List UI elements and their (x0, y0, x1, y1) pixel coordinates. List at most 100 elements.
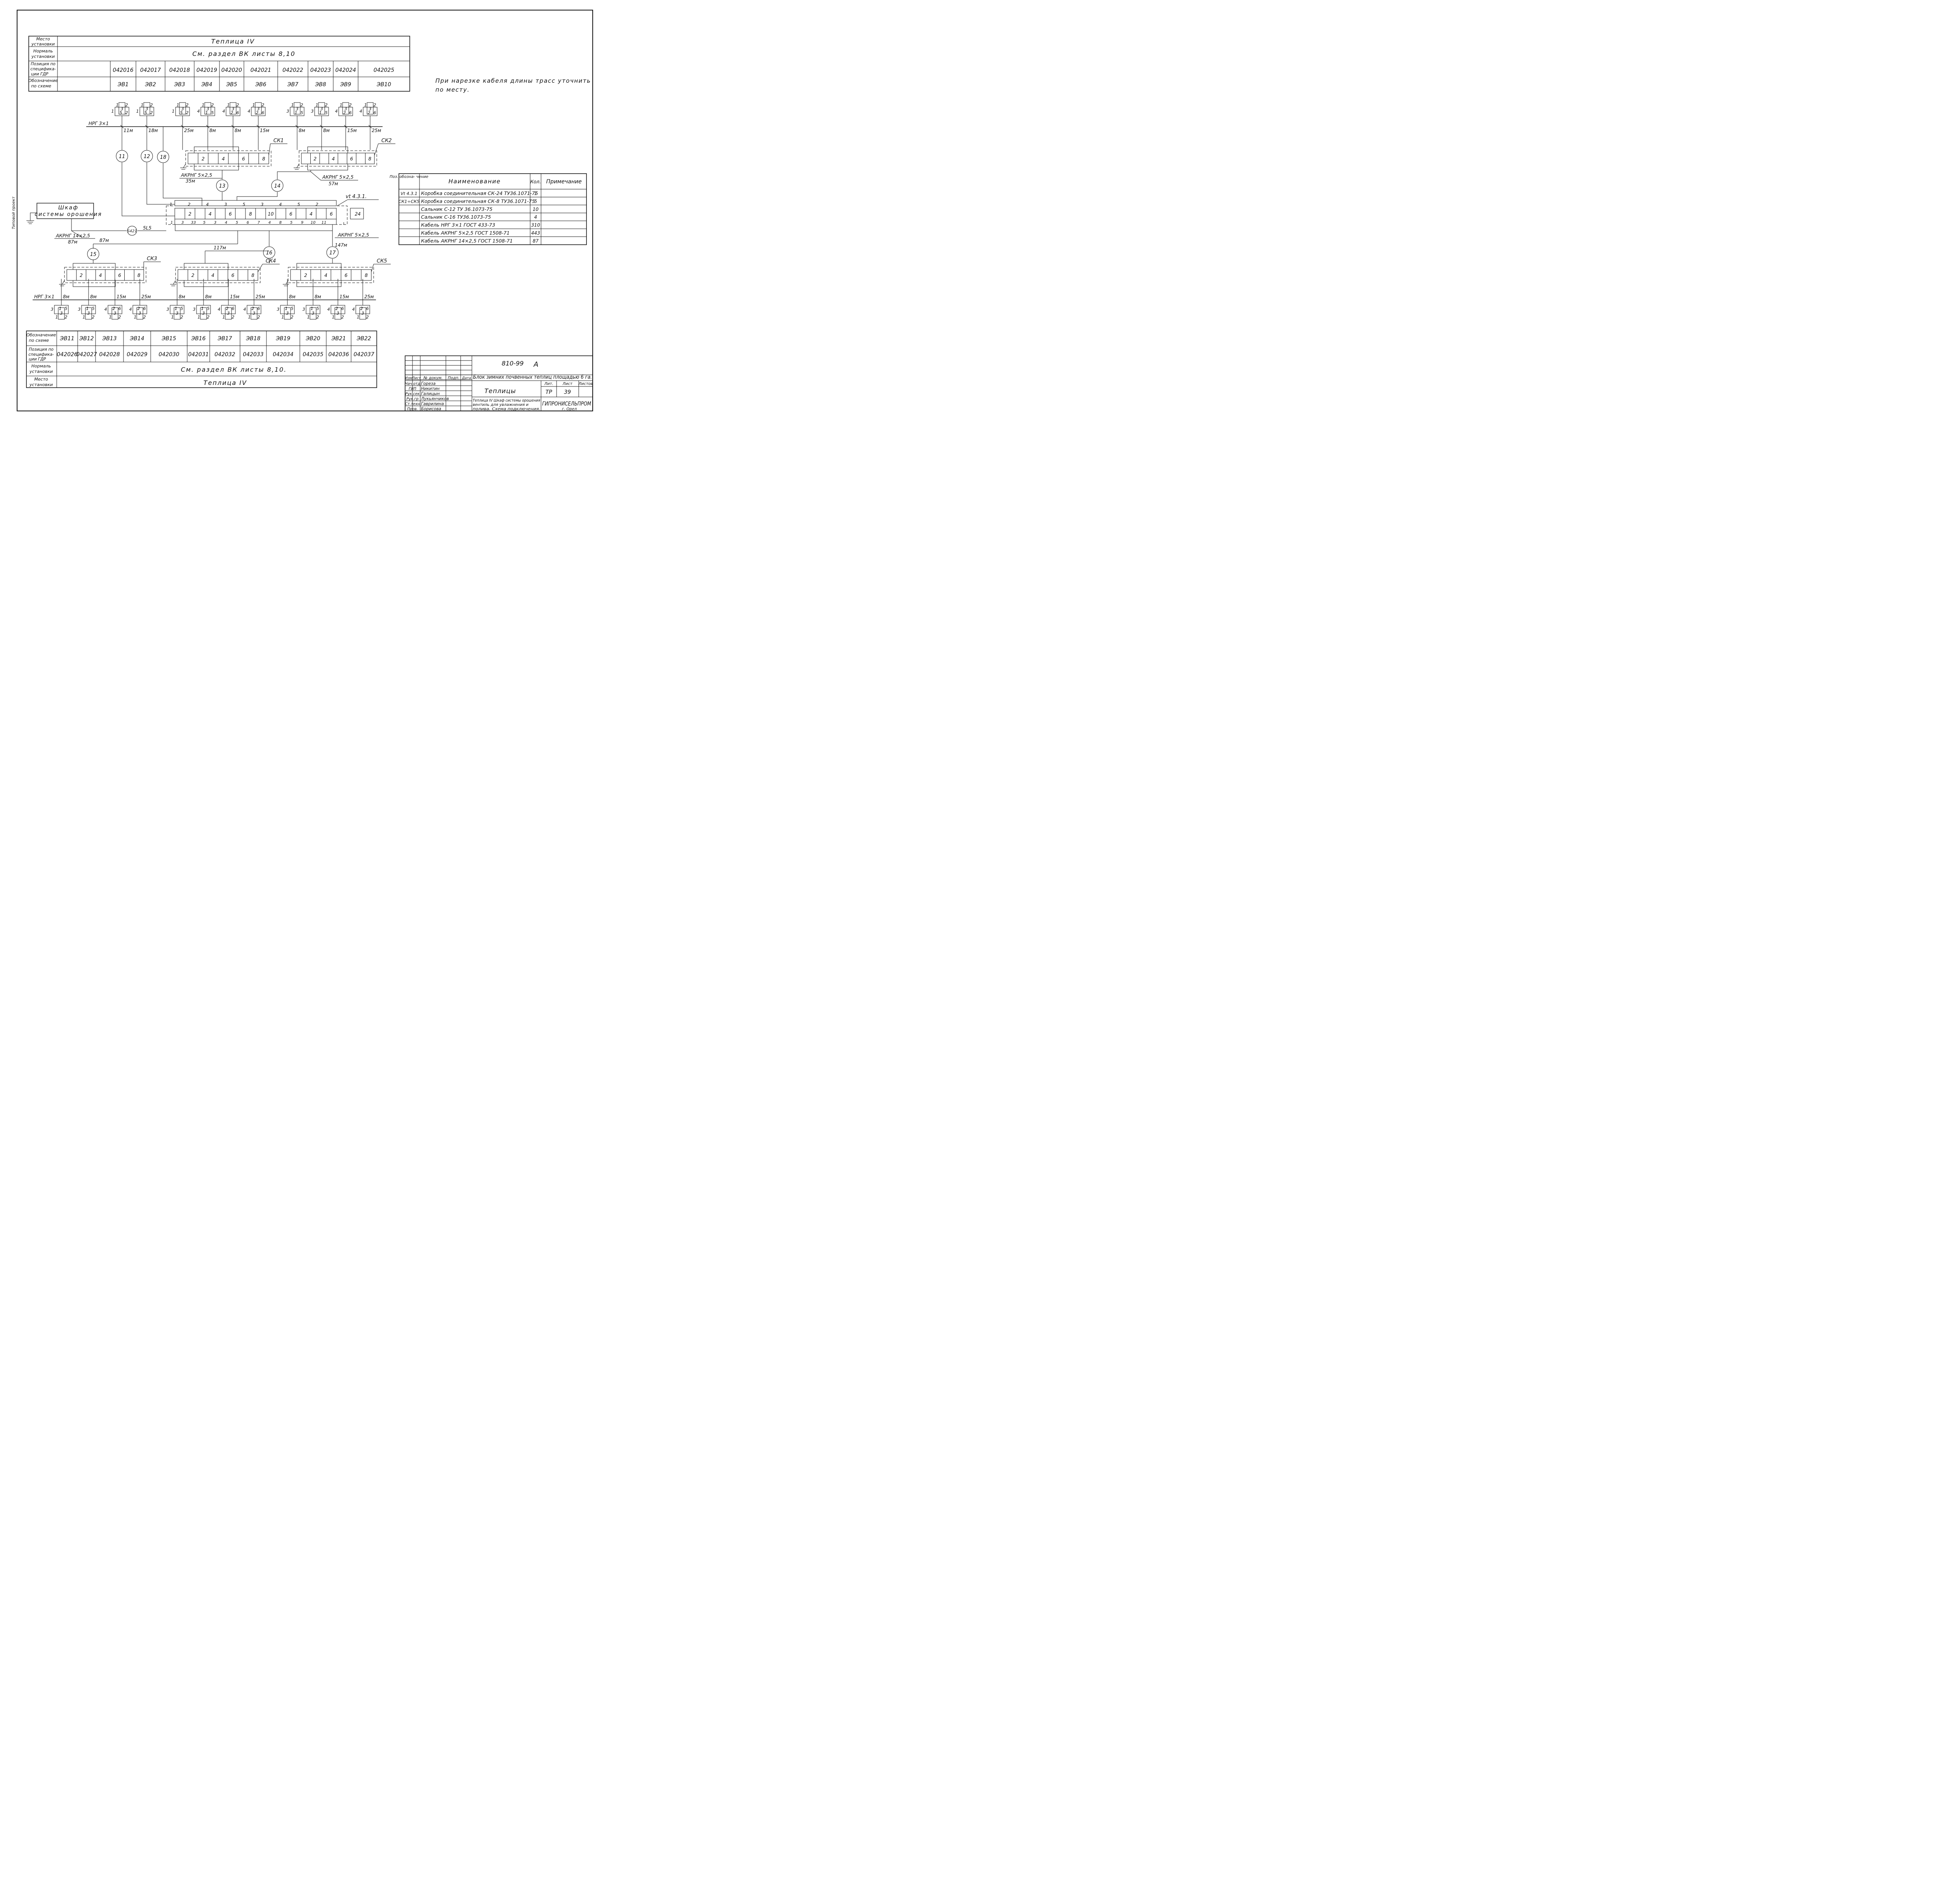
bottom-designation-label-1: Обозначение (26, 332, 56, 338)
bottom-designation-cell: ЭВ17 (217, 336, 232, 342)
cable-note-line-1: При нарезке кабеля длины трасс уточнить (435, 77, 591, 84)
main-bottom-pin: 6 (247, 221, 249, 225)
valve-pin: 3 (227, 311, 230, 316)
cable-length: 25м (256, 294, 265, 299)
valve-pin: 1 (357, 315, 360, 320)
ck-cell-label: 4 (99, 273, 102, 278)
akrng-ck1-type: АКРНГ 5×2,5 (181, 172, 212, 178)
cable-number-circle: 18 (157, 151, 169, 163)
top-designation-cell: ЭВ2 (144, 82, 156, 88)
ck-leader (258, 264, 263, 272)
tb-header-date: Дата (461, 376, 471, 380)
nrg-top-label: НРГ 3×1 (89, 121, 109, 126)
valve-pin: 1 (291, 103, 294, 108)
valve-pin: 1 (177, 103, 179, 108)
bottom-position-cell: 042033 (243, 352, 263, 358)
ground (285, 280, 289, 285)
valve-pin: 1 (172, 109, 175, 114)
cable-number-circle: 17 (326, 246, 339, 259)
ck-label: СК5 (377, 258, 387, 264)
valve-pin: 2 (368, 110, 371, 115)
main-bottom-pin: 33 (191, 221, 196, 225)
ck-label: СК3 (147, 256, 157, 262)
bottom-position-cell: 042026 (57, 352, 78, 358)
valve-pin: 3 (121, 106, 124, 111)
valve-pin: 6 (374, 110, 376, 115)
feeder-lines: АКРНГ 5×2,5 35м АКРНГ 5×2,5 57м (122, 127, 358, 216)
cable-length: 8м (205, 294, 212, 299)
bottom-designation-cell: ЭВ19 (275, 336, 290, 342)
spec-qty: 1 (534, 191, 537, 196)
main-top-pin: 4 (279, 202, 282, 207)
tb-sheet-label: Лист (562, 382, 573, 386)
main-top-pin: 2 (188, 202, 191, 207)
valve-pin: 2 (232, 315, 235, 320)
valve-pin: 3 (312, 311, 315, 316)
bottom-position-cell: 042030 (158, 352, 179, 358)
title-block: 810-99 А Блок зимних почвенных теплиц пл… (405, 355, 593, 411)
valve-pin: 1 (175, 306, 177, 311)
tb-code-mark: А (533, 360, 538, 369)
valve-pin: 1 (285, 306, 288, 311)
bottom-designation-cell: ЭВ12 (79, 336, 94, 342)
valve-pin: 1 (141, 103, 144, 108)
valve-pin: 3 (181, 106, 184, 111)
bottom-position-cell: 042034 (273, 352, 293, 358)
valve-pin: 2 (237, 103, 239, 108)
top-designation-cell: ЭВ5 (226, 82, 237, 88)
spec-name: Кабель НРГ 3×1 ГОСТ 433-73 (421, 222, 495, 228)
main-bottom-pin: 5 (236, 221, 238, 225)
valve-pin: 1 (86, 306, 89, 311)
valve-pin: 2 (341, 315, 344, 320)
spec-qty: 10 (532, 207, 539, 212)
cable-number: 14 (274, 183, 281, 189)
valve-pin: 3 (51, 307, 54, 312)
valve-pin: 1 (223, 315, 225, 320)
cable-length: 25м (372, 128, 381, 133)
valve-pin: 5 (325, 110, 328, 115)
cable-number-circle: 13 (216, 179, 228, 192)
main-bottom-pin: 11 (322, 221, 327, 225)
cable-length: 25м (141, 294, 151, 299)
cable-number: 12 (144, 154, 150, 160)
top-pos-label-2: специфика- (30, 67, 56, 71)
valve-pin: 3 (139, 311, 141, 316)
cable-number-circle: 12 (141, 150, 153, 162)
spec-head-note: Примечание (546, 179, 581, 185)
main-cell-label: 4 (209, 211, 212, 217)
cable-length: 8м (90, 294, 97, 299)
bottom-norm-value: См. раздел ВК листы 8,10. (181, 366, 287, 373)
tb-role: Нач.отд (405, 382, 420, 386)
main-top-pin: 3 (261, 202, 264, 207)
ck-cell-label: 6 (242, 156, 245, 162)
tb-org: ГИПРОНИСЕЛЬПРОМ (542, 401, 591, 407)
bottom-designation-cell: ЭВ13 (102, 336, 117, 342)
ck-cell-label: 8 (368, 156, 371, 162)
main-bottom-pin: 3 (181, 221, 184, 225)
bottom-position-cell: 042032 (214, 352, 235, 358)
vt-label: vt 4.3.1. (346, 194, 367, 200)
bottom-designation-cell: ЭВ21 (331, 336, 346, 342)
cable-length: 8м (209, 128, 216, 133)
top-designation-cell: ЭВ1 (117, 82, 129, 88)
top-position-cell: 042017 (140, 67, 161, 73)
main-bottom-pin: 10 (311, 221, 316, 225)
ck-cell-label: 6 (345, 273, 348, 278)
valve-pin: 4 (223, 109, 225, 114)
ck-cell-label: 2 (80, 273, 83, 278)
tb-section: Теплицы (484, 387, 516, 395)
bottom-designation-label-2: по схеме (29, 338, 49, 343)
tb-project: Блок зимних почвенных теплиц площадью 6 … (473, 374, 592, 380)
main-bottom-pin: 4 (268, 221, 271, 225)
valve-pin: 3 (320, 106, 323, 111)
main-bottom-pin: 1 (171, 221, 173, 225)
valve-pin: 1 (340, 103, 343, 108)
